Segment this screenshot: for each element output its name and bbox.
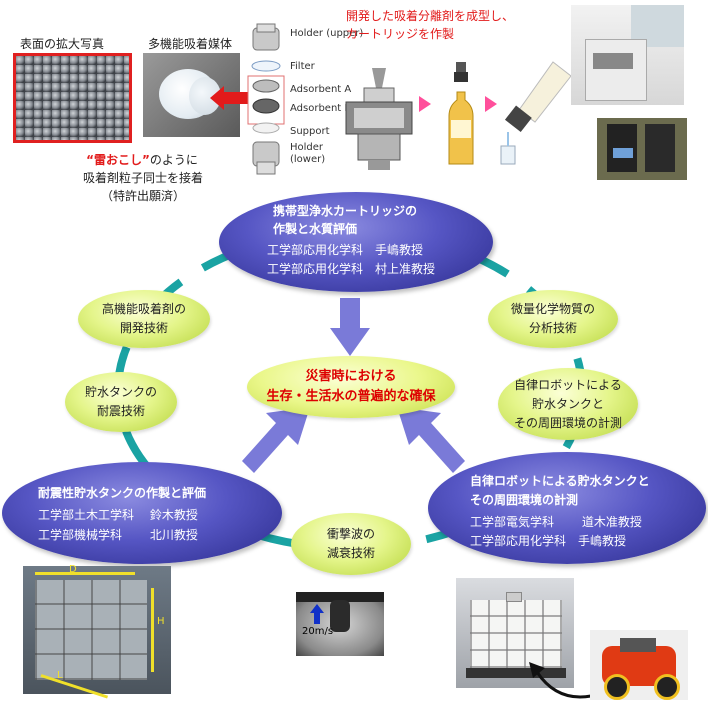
bubble-shockwave: 衝撃波の 減衰技術 xyxy=(291,513,411,575)
red-note-line2: カートリッジを作製 xyxy=(346,27,455,41)
red-left-arrow-icon xyxy=(210,86,248,110)
bottle-icon xyxy=(448,62,474,165)
steel-tank-photo: D H L xyxy=(23,564,171,699)
bubble-adsorbent-tech: 高機能吸着剤の 開発技術 xyxy=(78,290,210,348)
blue-up-arrow-icon xyxy=(310,604,324,624)
arrow-upright-icon xyxy=(242,407,310,473)
pouring-bottle-icon xyxy=(500,61,572,165)
bubble-micro-chemical: 微量化学物質の 分析技術 xyxy=(488,290,618,348)
dim-d: D xyxy=(69,564,77,575)
instrument-photo xyxy=(597,118,687,180)
node-robot: 自律ロボットによる貯水タンクと その周囲環境の計測 工学部電気学科 道木准教授 … xyxy=(428,452,706,564)
surface-photo xyxy=(13,53,132,143)
analyzer-photo xyxy=(571,5,684,105)
note-line1-rest: のように xyxy=(149,153,198,167)
center-line2: 生存・生活水の普遍的な確保 xyxy=(266,389,436,404)
shockwave-photo: 20m/s xyxy=(296,592,384,656)
robot-photo xyxy=(590,630,688,700)
red-note-line1: 開発した吸着分離剤を成型し、 xyxy=(346,9,515,23)
note-line1: “雷おこし”のように xyxy=(62,152,222,168)
media-caption: 多機能吸着媒体 xyxy=(148,37,233,51)
dim-h: H xyxy=(157,616,165,627)
part-adsorbent-b: Adsorbent B xyxy=(290,103,352,114)
note-line2: 吸着剤粒子同士を接着 xyxy=(82,171,203,185)
dim-l: L xyxy=(57,670,63,681)
cartridge-section-icon xyxy=(345,68,413,170)
speed-label: 20m/s xyxy=(302,626,334,637)
part-adsorbent-a: Adsorbent A xyxy=(290,84,352,95)
cartridge-exploded-icon xyxy=(247,23,285,175)
pink-arrow-2-icon xyxy=(485,96,497,112)
part-holder-upper: Holder (upper) xyxy=(290,28,364,39)
bubble-robot-measure: 自律ロボットによる 貯水タンクと その周囲環境の計測 xyxy=(498,368,638,440)
node-cartridge: 携帯型浄水カートリッジの 作製と水質評価 工学部応用化学科 手嶋教授 工学部応用… xyxy=(219,192,493,292)
bubble-tank-seismic: 貯水タンクの 耐震技術 xyxy=(65,372,177,432)
photo-caption: 表面の拡大写真 xyxy=(20,37,105,51)
center-goal: 災害時における 生存・生活水の普遍的な確保 xyxy=(247,356,455,418)
part-support: Support xyxy=(290,126,330,137)
arrow-upleft-icon xyxy=(397,407,465,473)
node-seismic-tank: 耐震性貯水タンクの作製と評価 工学部土木工学科 鈴木教授 工学部機械学科 北川教… xyxy=(2,462,282,564)
pink-arrow-1-icon xyxy=(419,96,431,112)
note-quote: “雷おこし” xyxy=(86,153,150,167)
part-filter: Filter xyxy=(290,61,315,72)
part-holder-lower: Holder (lower) xyxy=(290,142,326,165)
arrow-down-icon xyxy=(330,298,370,356)
note-line3: （特許出願済） xyxy=(100,189,185,203)
curved-arrow-icon xyxy=(529,662,592,699)
ibc-tank-photo xyxy=(456,578,574,688)
center-line1: 災害時における xyxy=(305,369,397,384)
